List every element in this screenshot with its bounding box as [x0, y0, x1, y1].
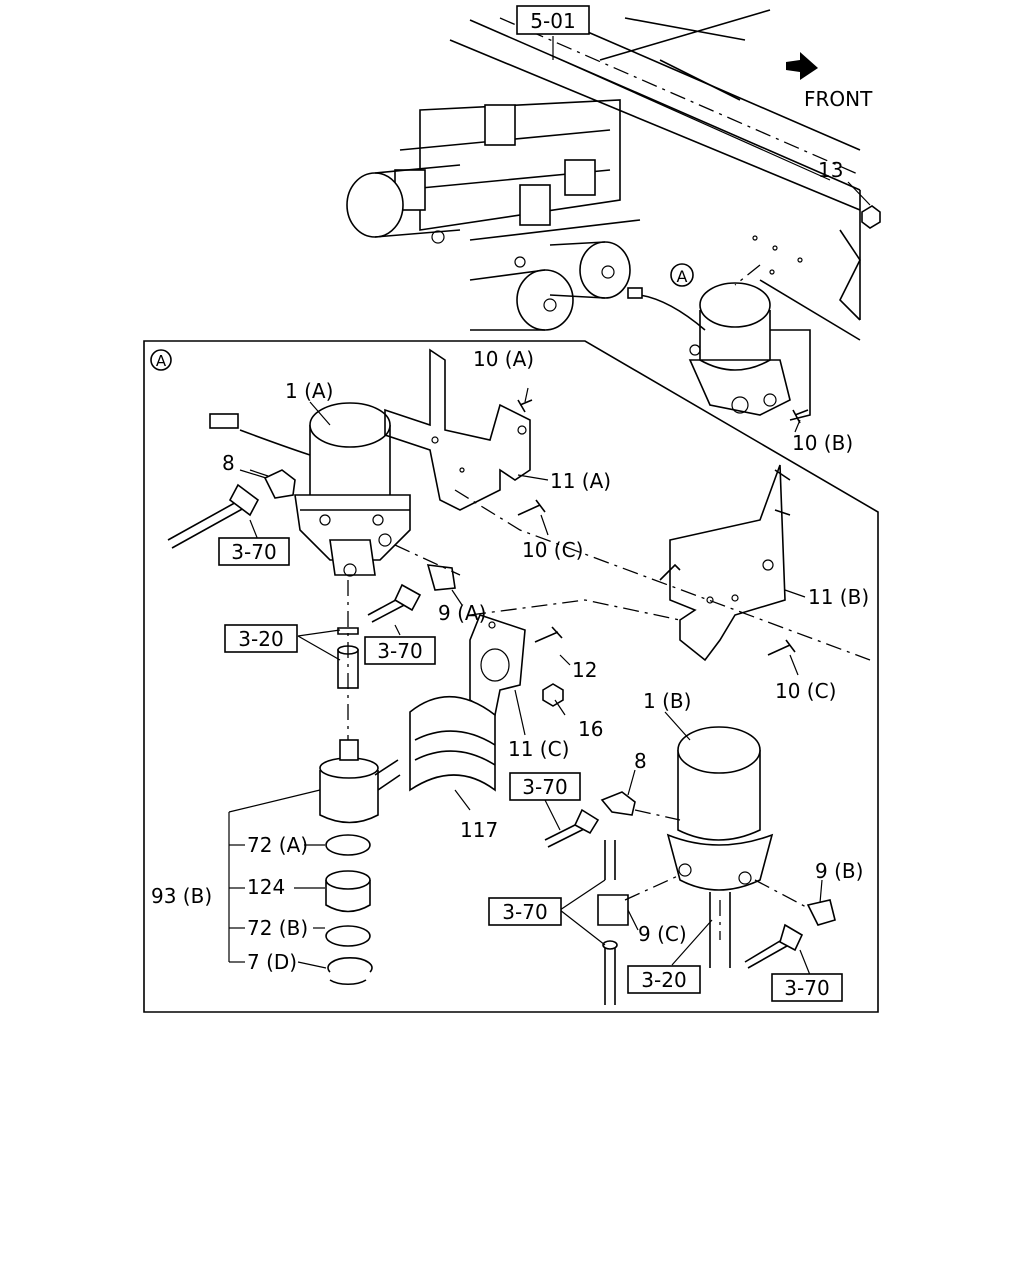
ref-3-70-e-label: 3-70 [784, 976, 829, 1000]
ref-box-3-70-d[interactable] [488, 897, 562, 926]
detail-a-frame-label: A [156, 352, 167, 370]
detail-a-marker[interactable] [670, 263, 694, 287]
part-124-label: 124 [247, 875, 285, 899]
shield-117 [409, 695, 496, 792]
air-dryer-1a [209, 402, 411, 577]
ref-box-3-20-a[interactable] [224, 624, 298, 653]
part-10c-a-label: 10 (C) [522, 538, 583, 562]
part-9a-label: 9 (A) [438, 601, 486, 625]
part-117-label: 117 [460, 818, 498, 842]
part-1b-label: 1 (B) [643, 689, 691, 713]
ref-3-70-c-label: 3-70 [522, 775, 567, 799]
ref-3-70-a-label: 3-70 [231, 540, 276, 564]
detail-a-frame [143, 340, 879, 1013]
part-7d-label: 7 (D) [247, 950, 297, 974]
ref-3-70-d-label: 3-70 [502, 900, 547, 924]
part-12-label: 12 [572, 658, 597, 682]
part-72b-label: 72 (B) [247, 916, 308, 940]
ref-5-01-label: 5-01 [530, 9, 575, 33]
chassis-overview [346, 9, 881, 433]
bracket-11b [659, 464, 791, 662]
ref-3-20-b-label: 3-20 [641, 968, 686, 992]
part-1a-label: 1 (A) [285, 379, 333, 403]
ref-box-3-70-c[interactable] [509, 772, 581, 801]
bracket-11a [384, 348, 531, 511]
bracket-11c [469, 614, 526, 717]
fitting-8-top [249, 469, 296, 499]
ref-box-5-01[interactable] [516, 5, 590, 35]
ref-3-20-a-label: 3-20 [238, 627, 283, 651]
ref-3-70-b-label: 3-70 [377, 639, 422, 663]
detail-a-frame-marker [150, 349, 172, 371]
part-10a-label: 10 (A) [473, 347, 534, 371]
ref-box-3-70-a[interactable] [218, 537, 290, 566]
ref-box-3-70-e[interactable] [771, 973, 843, 1002]
part-9c-label: 9 (C) [638, 922, 687, 946]
part-72a-label: 72 (A) [247, 833, 308, 857]
part-10b-label: 10 (B) [792, 431, 853, 455]
ref-box-3-20-b[interactable] [627, 965, 701, 994]
part-9b-label: 9 (B) [815, 859, 863, 883]
part-11c-label: 11 (C) [508, 737, 569, 761]
part-11b-label: 11 (B) [808, 585, 869, 609]
part-10c-b-label: 10 (C) [775, 679, 836, 703]
part-93b-label: 93 (B) [151, 884, 212, 908]
part-8-top-label: 8 [222, 451, 235, 475]
filter-kit-93b [319, 739, 401, 986]
part-13-label: 13 [818, 158, 843, 182]
detail-a-marker-label: A [677, 267, 688, 286]
part-16-label: 16 [578, 717, 603, 741]
ref-box-3-70-b[interactable] [364, 636, 436, 665]
part-8-bottom-label: 8 [634, 749, 647, 773]
part-11a-label: 11 (A) [550, 469, 611, 493]
front-label: FRONT [804, 87, 873, 111]
air-dryer-1b [666, 726, 774, 968]
front-arrow-icon [786, 52, 818, 80]
